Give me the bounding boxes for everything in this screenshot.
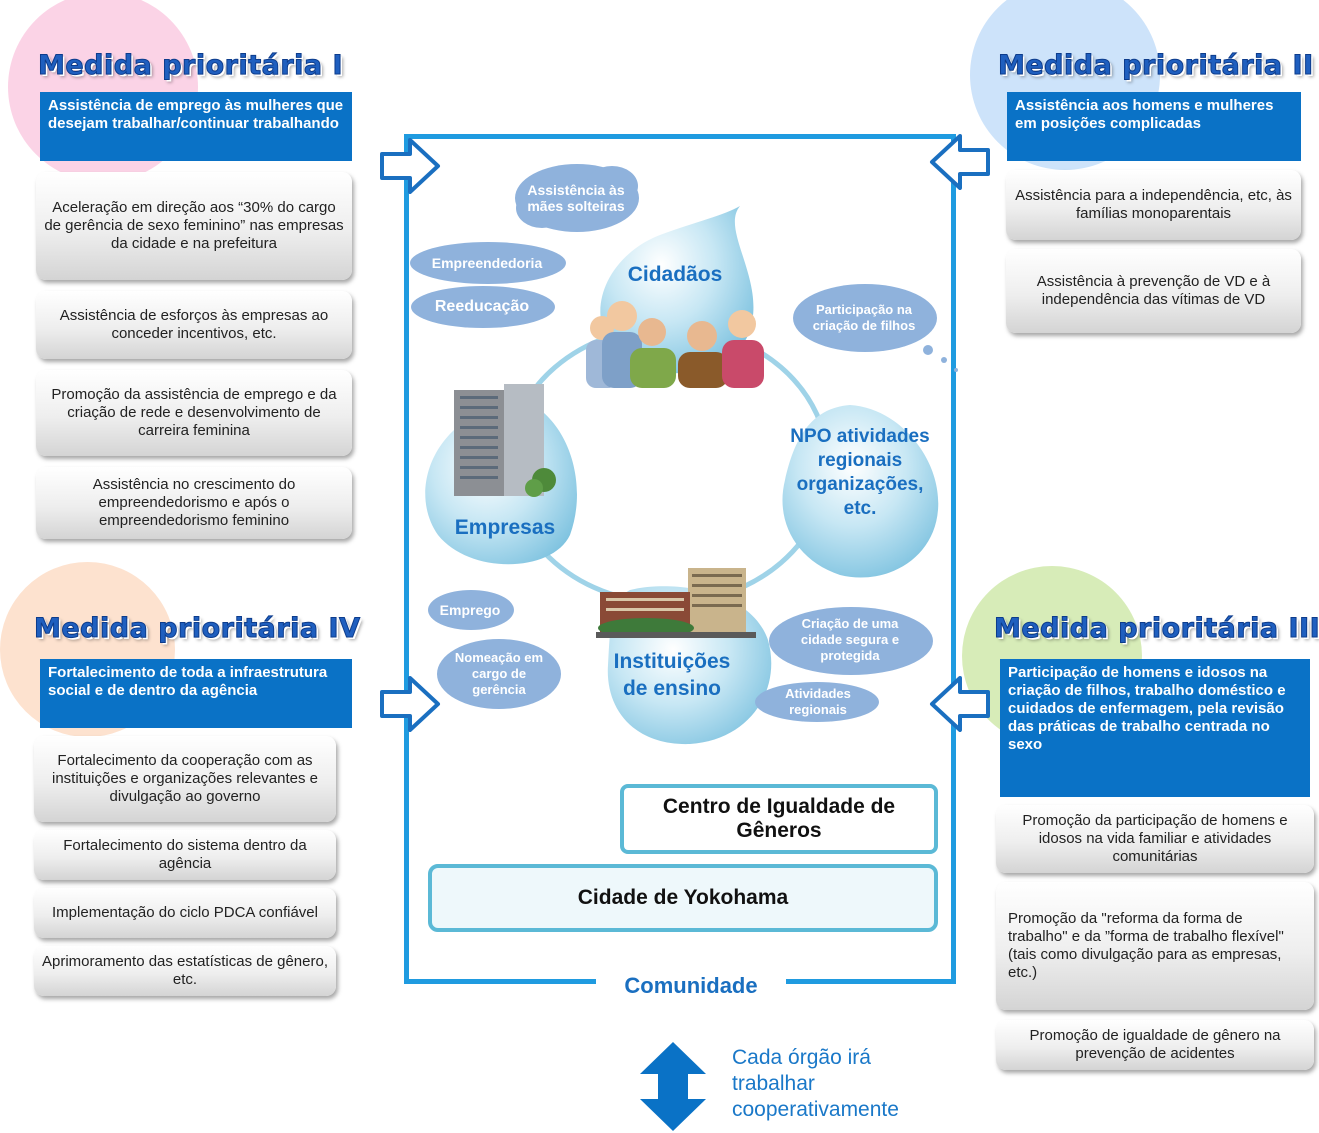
gender-center-box: Centro de Igualdade de Gêneros [620,784,938,854]
measure-3-item-2: Promoção da "reforma da forma de trabalh… [996,882,1314,1010]
measure-1-item-3: Promoção da assistência de emprego e da … [36,370,352,456]
cloud-safe-city: Criação de uma cidade segura e protegida [800,616,900,663]
citizens-illustration [586,301,764,388]
cloud-shape-childcare [793,284,937,352]
measure-4-header: Fortalecimento de toda a infraestrutura … [40,659,352,728]
drop-label-companies: Empresas [454,516,556,539]
city-box: Cidade de Yokohama [428,864,938,932]
drop-label-education: Instituições de ensino [613,650,731,700]
cloud-reeducation: Reeducação [434,298,530,315]
arrow-right-icon-top [380,138,440,194]
arrow-left-icon-bottom [930,676,990,732]
measure-4-item-2: Fortalecimento do sistema dentro da agên… [34,830,336,880]
double-arrow-icon [640,1042,706,1131]
arrow-left-icon-top [930,134,990,190]
measure-2-header: Assistência aos homens e mulheres em pos… [1007,92,1301,161]
cloud-shape-single-mothers [515,164,639,232]
measure-3-title: Medida prioritária III [993,613,1319,645]
cloud-shape-reeducation [411,286,555,328]
cloud-regional: Atividades regionais [785,686,851,717]
cloud-management: Nomeação em cargo de gerência [454,650,544,697]
community-label: Comunidade [596,968,786,1004]
measure-2-item-2: Assistência à prevenção de VD e à indepe… [1006,249,1301,333]
cloud-childcare: Participação na criação de filhos [812,302,916,333]
drop-label-citizens: Cidadãos [627,263,723,286]
measure-4-item-4: Aprimoramento das estatísticas de gênero… [34,946,336,996]
measure-4-title: Medida prioritária IV [33,613,361,645]
cloud-entrepreneurship: Empreendedoria [431,255,543,271]
cloud-single-mothers: Assistência às mães solteiras [527,182,625,214]
measure-3-item-1: Promoção da participação de homens e ido… [996,805,1314,873]
arrow-right-icon-bottom [380,676,440,732]
measure-1-item-2: Assistência de esforços às empresas ao c… [36,291,352,359]
school-building-illustration [596,568,756,638]
cloud-shape-safe-city [769,607,933,675]
cloud-shape-regional [755,682,879,722]
drop-npo [782,405,939,578]
measure-1-title: Medida prioritária I [37,50,344,82]
cloud-employment: Emprego [439,602,501,618]
measure-4-item-1: Fortalecimento da cooperação com as inst… [34,736,336,822]
measure-1-item-4: Assistência no crescimento do empreended… [36,467,352,539]
company-building-illustration [454,384,556,497]
measure-2-item-1: Assistência para a independência, etc, à… [1006,170,1301,240]
cooperation-text: Cada órgão irá trabalhar cooperativament… [732,1046,899,1121]
cloud-shape-entrepreneurship [410,242,566,284]
measure-3-item-3: Promoção de igualdade de gênero na preve… [996,1020,1314,1070]
measure-1-header: Assistência de emprego às mulheres que d… [40,92,352,161]
measure-2-title: Medida prioritária II [998,50,1314,82]
measure-4-item-3: Implementação do ciclo PDCA confiável [34,888,336,938]
cloud-dots-childcare [923,345,958,372]
measure-1-item-1: Aceleração em direção aos “30% do cargo … [36,172,352,280]
measure-3-header: Participação de homens e idosos na criaç… [1000,659,1310,797]
cloud-shape-management [437,639,561,709]
cloud-shape-employment [428,590,514,630]
drop-label-npo: NPO atividades regionais organizações, e… [790,426,930,519]
